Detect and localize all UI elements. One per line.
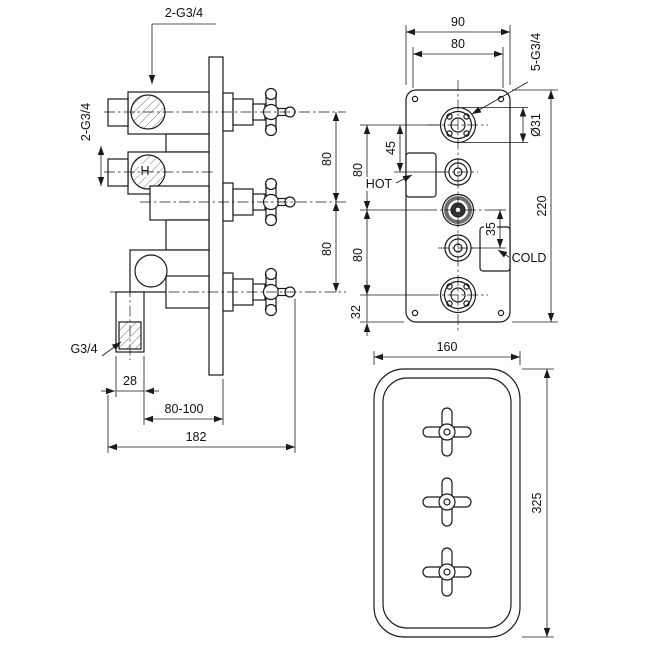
front-centerlines	[426, 80, 490, 332]
dim-left-ports: 2-G3/4	[79, 103, 93, 141]
side-valve-body: H	[107, 56, 224, 376]
cross-handle-bottom	[422, 547, 472, 597]
hot-label: HOT	[366, 177, 393, 191]
dim-overall-width: 90	[451, 15, 465, 29]
faceplate-dimensions: 160 325	[373, 340, 554, 638]
dim-port-diameter: Ø31	[529, 113, 543, 137]
dim-upper-offset: 45	[384, 141, 398, 155]
faceplate-view: 160 325	[373, 340, 554, 638]
front-dimensions: 90 80 5-G3/4 Ø31 45 80 80	[349, 15, 558, 336]
dim-spacing-lower: 80	[320, 242, 334, 256]
outlet-elbow	[134, 254, 168, 288]
hot-marker-label: H	[140, 164, 149, 178]
wall-plate-edge	[208, 56, 224, 376]
side-dimensions: 2-G3/4 2-G3/4 80 80 G3/4 28 80-100	[70, 6, 340, 453]
cross-handle-top	[422, 407, 472, 457]
dim-lower-offset: 35	[484, 222, 498, 236]
dim-outlet-width: 28	[123, 374, 137, 388]
dim-inner-width: 80	[451, 37, 465, 51]
dim-plate-height: 325	[530, 493, 544, 514]
dim-overall-height: 220	[535, 196, 549, 217]
dim-top-ports: 2-G3/4	[165, 6, 203, 20]
dim-depth-range: 80-100	[165, 402, 204, 416]
dim-spacing-upper: 80	[320, 152, 334, 166]
dim-bottom-offset: 32	[349, 305, 363, 319]
cold-label: COLD	[512, 251, 547, 265]
dim-plate-width: 160	[437, 340, 458, 354]
dim-overall-depth: 182	[186, 430, 207, 444]
side-view: H	[70, 6, 346, 453]
hot-inlet-boss	[405, 152, 437, 198]
cross-handle-middle	[422, 477, 472, 527]
dim-row-spacing-lower: 80	[351, 248, 365, 262]
front-body	[405, 80, 511, 332]
dim-ports-count: 5-G3/4	[529, 33, 543, 71]
side-centerlines	[104, 111, 346, 360]
front-view: 90 80 5-G3/4 Ø31 45 80 80	[349, 15, 558, 336]
dim-row-spacing-upper: 80	[351, 163, 365, 177]
dim-bottom-port: G3/4	[70, 342, 97, 356]
